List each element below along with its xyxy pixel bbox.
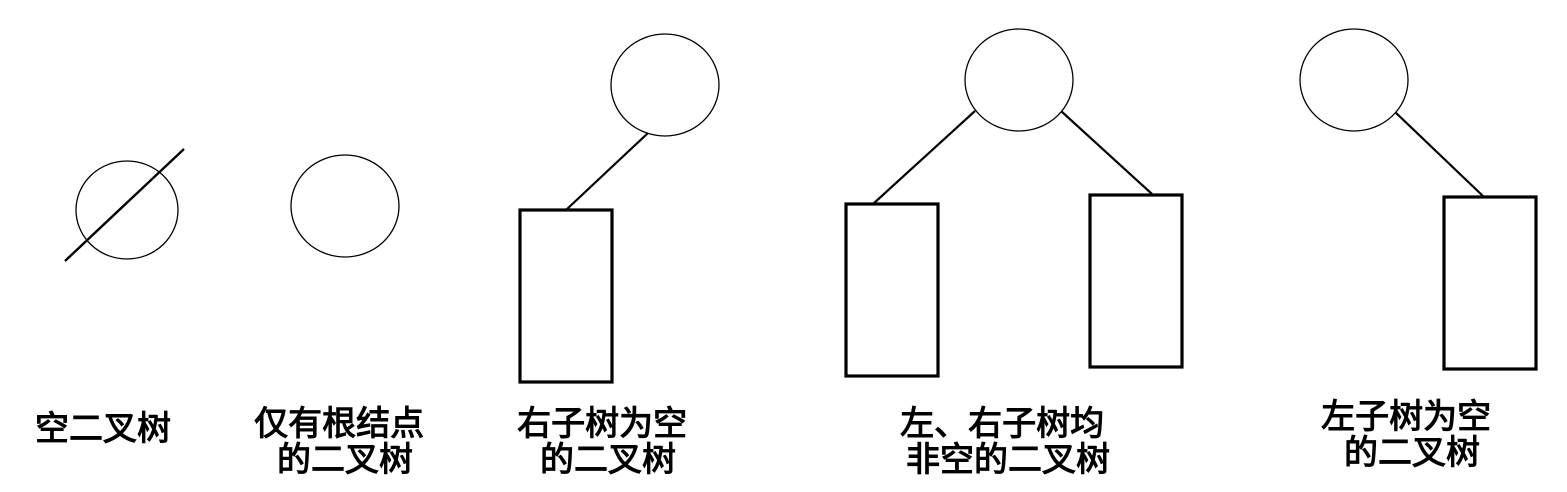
- empty-node-circle: [75, 160, 179, 260]
- edge-root-to-left: [872, 110, 976, 205]
- caption-left-empty-line-2: 的二叉树: [1344, 433, 1480, 473]
- caption-both-present-line-1: 左、右子树均: [900, 404, 1104, 444]
- root-node-circle: [964, 28, 1074, 132]
- case-left-empty: 左子树为空 的二叉树: [1299, 28, 1538, 473]
- caption-left-empty-line-1: 左子树为空: [1321, 397, 1491, 437]
- caption-both-present-line-2: 非空的二叉树: [906, 440, 1110, 480]
- left-subtree-rect: [844, 202, 940, 378]
- right-subtree-rect: [1088, 193, 1184, 369]
- case-root-only: 仅有根结点 的二叉树: [254, 154, 436, 480]
- case-empty-tree: 空二叉树: [35, 148, 185, 449]
- caption-right-empty-line-2: 的二叉树: [540, 440, 676, 480]
- left-subtree-rect: [518, 208, 614, 384]
- caption-root-only-line-1: 仅有根结点: [254, 404, 424, 444]
- caption-left-empty: 左子树为空 的二叉树: [1321, 397, 1503, 473]
- caption-empty-tree: 空二叉树: [35, 409, 171, 449]
- caption-right-empty-line-1: 右子树为空: [517, 404, 687, 444]
- root-node-circle: [610, 33, 720, 137]
- caption-empty-line-1: 空二叉树: [35, 409, 171, 449]
- root-node-circle: [1299, 28, 1409, 132]
- caption-right-empty: 右子树为空 的二叉树: [517, 404, 699, 480]
- caption-both-present: 左、右子树均 非空的二叉树: [900, 404, 1116, 480]
- edge-root-to-right: [1060, 110, 1153, 195]
- root-node-circle: [290, 154, 400, 258]
- edge-root-to-right: [1393, 110, 1485, 198]
- case-both-present: 左、右子树均 非空的二叉树: [844, 28, 1184, 480]
- right-subtree-rect: [1442, 195, 1538, 371]
- caption-root-only: 仅有根结点 的二叉树: [254, 404, 436, 480]
- caption-root-only-line-2: 的二叉树: [277, 440, 413, 480]
- empty-slash-line: [64, 148, 185, 262]
- edge-root-to-left: [565, 132, 649, 211]
- case-right-empty: 右子树为空 的二叉树: [517, 33, 720, 480]
